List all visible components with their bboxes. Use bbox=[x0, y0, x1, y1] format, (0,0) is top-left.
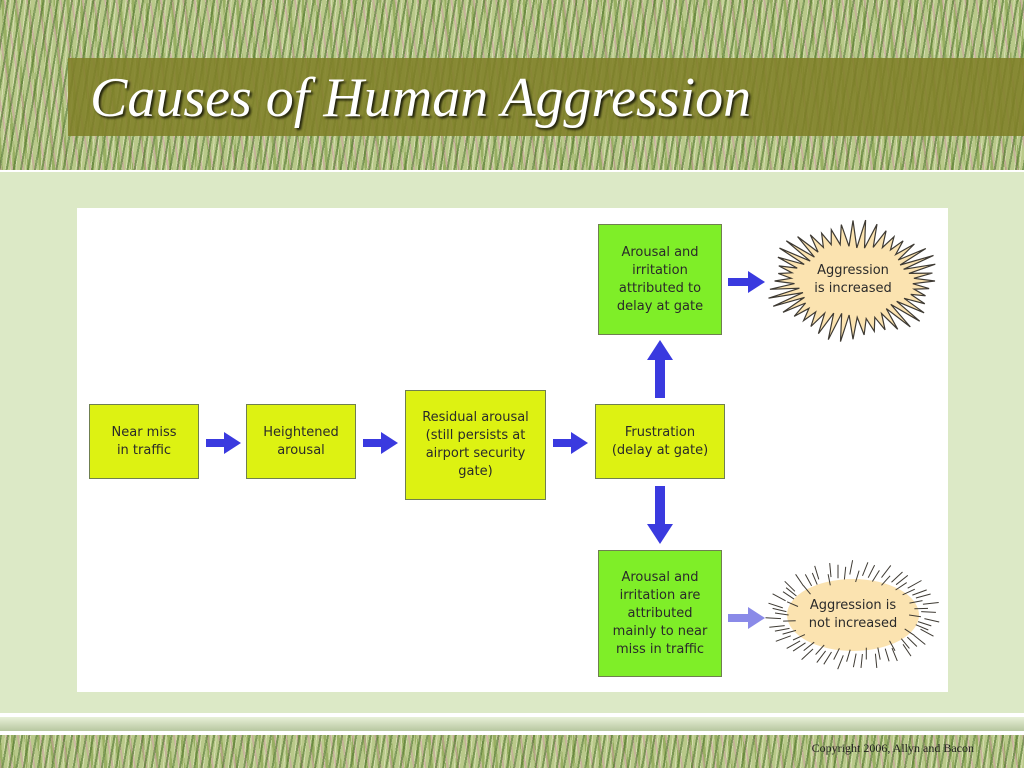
burst-spike bbox=[823, 651, 832, 665]
burst-spike bbox=[891, 571, 903, 583]
burst-spike bbox=[902, 588, 916, 596]
burst-spike bbox=[884, 648, 890, 662]
burst-spike bbox=[775, 635, 791, 642]
box-frustration: Frustration (delay at gate) bbox=[595, 404, 725, 479]
burst-spike bbox=[814, 565, 820, 580]
burst-spike bbox=[782, 591, 795, 600]
burst-spike bbox=[900, 638, 910, 649]
footer-divider-band bbox=[0, 717, 1024, 731]
arrow-right-1 bbox=[206, 432, 241, 454]
burst-spike bbox=[772, 607, 787, 613]
burst-spike bbox=[846, 649, 851, 662]
burst-spike bbox=[804, 574, 813, 587]
burst-spike bbox=[921, 611, 936, 613]
burst-spike bbox=[803, 641, 815, 651]
burst-spike bbox=[765, 617, 782, 620]
burst-spike bbox=[860, 653, 863, 668]
burst-spike bbox=[843, 566, 847, 580]
slide-title: Causes of Human Aggression bbox=[90, 67, 752, 129]
box-near-miss-in-traffic: Near miss in traffic bbox=[89, 404, 199, 479]
burst-spike bbox=[909, 600, 923, 604]
burst-spike bbox=[829, 563, 832, 578]
burst-spike bbox=[784, 580, 796, 592]
burst-spike bbox=[772, 593, 786, 602]
outcome-aggression-not-increased: Aggression is not increased bbox=[808, 598, 898, 631]
arrow-down bbox=[647, 486, 673, 544]
burst-spike bbox=[912, 589, 927, 596]
outcome-aggression-increased: Aggression is increased bbox=[814, 263, 892, 296]
burst-spike bbox=[811, 572, 818, 585]
burst-spike bbox=[917, 621, 932, 627]
burst-spike bbox=[792, 642, 806, 652]
box-heightened-arousal: Heightened arousal bbox=[246, 404, 356, 479]
burst-spike bbox=[877, 647, 881, 660]
burst-spike bbox=[852, 653, 857, 668]
grass-footer-background bbox=[0, 735, 1024, 768]
footer-divider-top bbox=[0, 713, 1024, 717]
burst-spike bbox=[855, 570, 860, 583]
footer-divider-bottom bbox=[0, 731, 1024, 735]
box-residual-arousal: Residual arousal (still persists at airp… bbox=[405, 390, 546, 500]
burst-spike bbox=[816, 650, 826, 663]
burst-spike bbox=[906, 636, 918, 647]
burst-spike bbox=[895, 582, 907, 591]
burst-spike bbox=[922, 602, 939, 605]
burst-spike bbox=[785, 587, 797, 597]
burst-spike bbox=[913, 635, 926, 645]
burst-spike bbox=[881, 575, 891, 586]
burst-spike bbox=[891, 647, 898, 662]
burst-spike bbox=[803, 585, 811, 595]
burst-spike bbox=[774, 612, 789, 616]
burst-spike bbox=[792, 634, 806, 641]
arrow-up bbox=[647, 340, 673, 398]
burst-spike bbox=[889, 640, 896, 652]
burst-spike bbox=[815, 644, 825, 655]
box-attributed-to-gate: Arousal and irritation attributed to del… bbox=[598, 224, 722, 335]
burst-spike bbox=[862, 562, 869, 576]
burst-spike bbox=[920, 628, 934, 637]
burst-spike bbox=[904, 628, 915, 636]
burst-spike bbox=[874, 653, 878, 668]
burst-spike bbox=[871, 570, 880, 582]
arrow-right-2 bbox=[363, 432, 398, 454]
burst-spike bbox=[895, 575, 909, 586]
aggression-not-increased-burst bbox=[765, 560, 940, 670]
title-bar bbox=[68, 58, 1024, 136]
burst-spike bbox=[782, 629, 797, 635]
box-attributed-to-traffic: Arousal and irritation are attributed ma… bbox=[598, 550, 722, 677]
burst-spike bbox=[849, 560, 854, 575]
copyright-notice: Copyright 2006, Allyn and Bacon bbox=[811, 741, 974, 755]
burst-spike bbox=[801, 648, 814, 660]
burst-spike bbox=[881, 565, 892, 578]
burst-spike bbox=[774, 627, 790, 632]
burst-spike bbox=[924, 618, 940, 623]
burst-spike bbox=[867, 564, 876, 578]
burst-spike bbox=[786, 601, 799, 607]
arrow-to-not-increased-faded bbox=[728, 607, 765, 629]
burst-spike bbox=[909, 614, 921, 618]
burst-spike bbox=[915, 593, 931, 599]
aggression-increased-burst bbox=[768, 219, 936, 342]
burst-spike bbox=[902, 644, 912, 657]
header-divider bbox=[0, 170, 1024, 172]
burst-spike bbox=[827, 574, 831, 586]
burst-spike bbox=[833, 648, 840, 660]
burst-spike bbox=[786, 640, 801, 649]
burst-spike bbox=[795, 574, 804, 587]
burst-spike bbox=[769, 625, 785, 628]
burst-spike bbox=[915, 624, 929, 631]
burst-spike bbox=[768, 602, 783, 609]
burst-spike bbox=[837, 655, 844, 670]
arrow-to-increased bbox=[728, 271, 765, 293]
burst-spike bbox=[907, 580, 922, 589]
arrow-right-3 bbox=[553, 432, 588, 454]
